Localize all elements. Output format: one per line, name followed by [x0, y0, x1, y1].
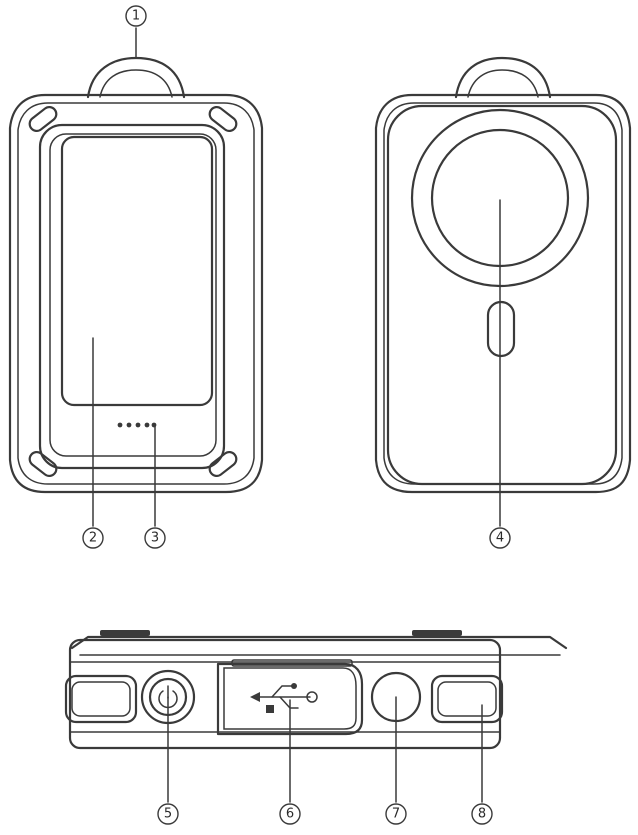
back-slot — [486, 300, 516, 358]
back-bumper — [374, 93, 632, 494]
right-grip-pad — [430, 674, 504, 724]
svg-text:5: 5 — [164, 807, 172, 822]
leader-lines — [92, 27, 501, 803]
edge-body — [68, 638, 502, 750]
edge-view — [64, 630, 568, 750]
usb-port-cover[interactable] — [216, 659, 364, 736]
corner-grips-front — [28, 105, 238, 478]
callout-1: 1 — [125, 5, 147, 27]
left-grip-pad — [64, 674, 138, 724]
svg-text:7: 7 — [392, 807, 400, 822]
callout-8: 8 — [471, 803, 493, 825]
usb-icon — [250, 683, 318, 713]
edge-top-rim — [70, 635, 568, 650]
front-body — [38, 123, 226, 470]
callout-2: 2 — [82, 527, 104, 549]
svg-text:1: 1 — [132, 9, 140, 24]
callout-6: 6 — [279, 803, 301, 825]
svg-text:2: 2 — [89, 531, 97, 546]
svg-text:4: 4 — [496, 531, 504, 546]
front-screen — [60, 135, 214, 407]
svg-text:3: 3 — [151, 531, 159, 546]
callout-5: 5 — [157, 803, 179, 825]
back-body — [386, 104, 618, 486]
callout-4: 4 — [489, 527, 511, 549]
front-view — [8, 56, 264, 494]
svg-text:6: 6 — [286, 807, 294, 822]
back-view — [374, 56, 632, 494]
callout-7: 7 — [385, 803, 407, 825]
callout-3: 3 — [144, 527, 166, 549]
svg-text:8: 8 — [478, 807, 486, 822]
lanyard-loop-back — [454, 56, 552, 99]
indicator-lights — [117, 422, 157, 428]
front-bumper — [8, 93, 264, 494]
